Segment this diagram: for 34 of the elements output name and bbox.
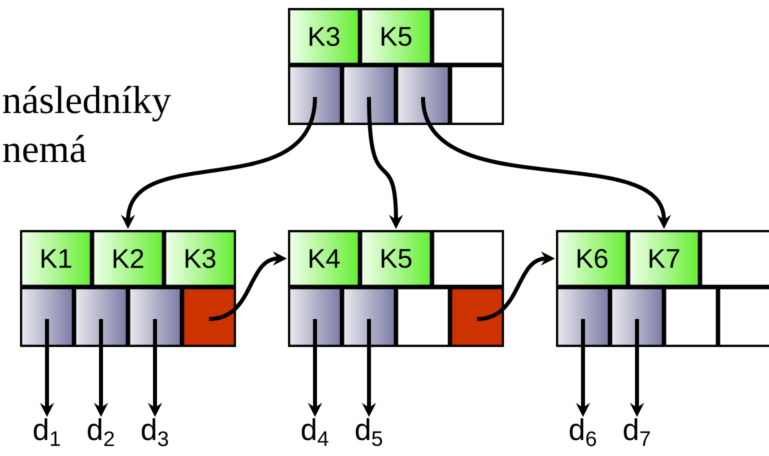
key-cell: K5 — [360, 8, 432, 65]
data-label: d$_{1}$ — [34, 418, 60, 446]
pointer-cell — [610, 287, 664, 347]
pointer-cell — [128, 287, 182, 347]
data-label: d$_{4}$ — [302, 418, 328, 446]
pointer-cell — [288, 287, 342, 347]
pointer-cell — [20, 287, 74, 347]
key-cell: K7 — [628, 230, 700, 287]
data-label: d$_{2}$ — [88, 418, 114, 446]
link-pointer-cell — [182, 287, 236, 347]
pointer-cell — [288, 65, 342, 125]
data-label: d$_{5}$ — [356, 418, 382, 446]
label-text: nemá — [3, 134, 86, 162]
pointer-cell — [74, 287, 128, 347]
key-cell: K6 — [556, 230, 628, 287]
pointer-cell — [556, 287, 610, 347]
key-cell: K3 — [288, 8, 360, 65]
key-cell: K5 — [360, 230, 432, 287]
data-label: d$_{3}$ — [142, 418, 168, 446]
empty-cell — [450, 65, 504, 125]
data-label: d$_{7}$ — [624, 418, 650, 446]
pointer-cell — [342, 65, 396, 125]
key-cell: K4 — [288, 230, 360, 287]
key-cell: K2 — [92, 230, 164, 287]
empty-cell — [664, 287, 718, 347]
empty-cell — [396, 287, 450, 347]
key-cell: K1 — [20, 230, 92, 287]
key-cell: K3 — [164, 230, 236, 287]
link-pointer-cell — [450, 287, 504, 347]
empty-cell — [718, 287, 769, 347]
data-label: d$_{6}$ — [570, 418, 596, 446]
pointer-cell — [342, 287, 396, 347]
pointer-cell — [396, 65, 450, 125]
label-text: následníky — [3, 86, 172, 122]
